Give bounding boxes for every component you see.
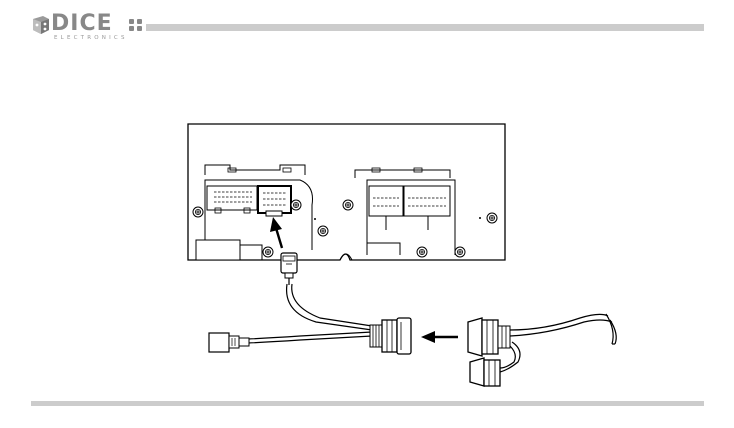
footer-rule xyxy=(31,401,704,406)
factory-connector xyxy=(468,314,616,386)
radio-unit xyxy=(188,124,505,260)
harness-adapter xyxy=(209,253,411,354)
arrow-left-icon xyxy=(421,331,458,343)
